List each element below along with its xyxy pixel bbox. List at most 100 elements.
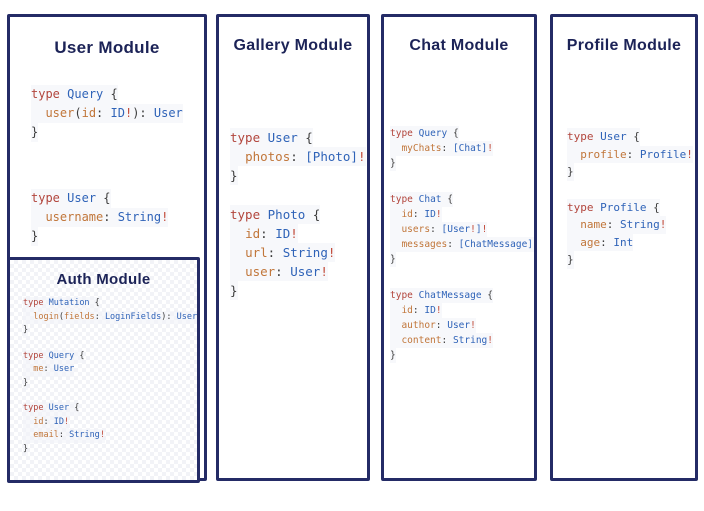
code-token: }	[31, 125, 39, 139]
code-line: type Photo {	[230, 205, 321, 224]
code-block-profile: type User { profile: Profile!}type Profi…	[567, 128, 695, 269]
code-line: profile: Profile!	[567, 145, 693, 163]
code-token: type	[23, 298, 44, 308]
code-token: String	[282, 245, 328, 260]
code-token: Chat	[418, 194, 442, 205]
code-line: }	[390, 348, 396, 363]
code-token: }	[567, 165, 574, 178]
code-line: me: User	[23, 363, 75, 377]
code-token: me	[33, 364, 44, 374]
code-token: fields	[63, 311, 95, 322]
code-token: user	[45, 106, 75, 120]
code-token	[23, 430, 33, 440]
code-type-definition: type User { id: ID! email: String!}	[23, 402, 197, 456]
code-token	[567, 236, 580, 249]
module-card-chat: Chat Module type Query { myChats: [Chat]…	[381, 14, 537, 481]
code-token: LoginFields	[104, 311, 162, 322]
code-token	[230, 245, 245, 260]
module-title-chat: Chat Module	[409, 37, 509, 54]
code-token: username	[45, 210, 104, 224]
code-token	[31, 106, 45, 120]
code-token: type	[567, 200, 594, 214]
code-token: Profile	[600, 200, 647, 214]
code-token: String	[452, 335, 488, 346]
code-token: {	[441, 194, 453, 205]
code-token: !	[357, 149, 366, 164]
code-token: photos	[245, 149, 291, 164]
code-token: messages	[401, 239, 448, 250]
code-token: {	[481, 290, 493, 301]
code-token: :	[260, 226, 276, 241]
code-token: Query	[48, 350, 75, 361]
code-token: !	[99, 430, 105, 440]
code-token: !	[487, 335, 494, 346]
code-block-user: type Query { user(id: ID!): User} type Us…	[31, 85, 204, 246]
code-token: !	[124, 106, 133, 120]
code-line: id: ID!	[230, 224, 298, 243]
code-token: ):	[132, 106, 154, 120]
code-token: :	[58, 430, 70, 440]
code-token: Photo	[267, 207, 306, 222]
code-token: ]	[475, 224, 482, 235]
code-line: }	[230, 281, 238, 300]
code-token: User	[447, 320, 471, 331]
code-type-definition: type Profile { name: String! age: Int}	[567, 198, 695, 269]
code-token: [User	[441, 224, 471, 235]
code-token: :	[441, 335, 453, 346]
code-line: type User {	[31, 189, 111, 208]
code-line: }	[23, 376, 29, 390]
code-token: :	[441, 143, 453, 154]
code-token: name	[580, 218, 607, 231]
code-token	[567, 218, 580, 231]
code-line: email: String!	[23, 429, 105, 443]
code-line: messages: [ChatMessage]!	[390, 237, 534, 252]
module-card-profile: Profile Module type User { profile: Prof…	[550, 14, 698, 481]
code-token: User	[600, 130, 627, 143]
code-line: type Query {	[23, 349, 85, 363]
code-token: type	[230, 130, 261, 145]
code-type-definition: type Photo { id: ID! url: String! user: …	[230, 205, 367, 300]
code-line: user: User!	[230, 262, 328, 281]
code-line: type Mutation {	[23, 297, 100, 311]
code-token: :	[435, 320, 448, 331]
code-token: !	[290, 226, 298, 241]
code-token: !	[470, 224, 476, 235]
code-token: {	[74, 350, 85, 361]
code-line: id: ID!	[390, 303, 442, 318]
code-token: :	[606, 218, 620, 231]
code-token: :	[412, 209, 425, 220]
code-type-definition: type Query { me: User}	[23, 349, 197, 390]
code-token: type	[230, 207, 261, 222]
code-block-auth: type Mutation { login(fields: LoginField…	[23, 297, 197, 456]
code-token: content	[401, 335, 442, 346]
module-card-auth: Auth Module type Mutation { login(fields…	[7, 257, 200, 483]
code-token: :	[103, 210, 118, 224]
module-title-user: User Module	[54, 38, 160, 57]
code-token	[390, 320, 401, 331]
code-token: (	[58, 311, 64, 322]
code-block-gallery: type User { photos: [Photo]!}type Photo …	[230, 128, 367, 300]
code-token: id	[401, 305, 413, 316]
code-token: !	[470, 320, 476, 331]
code-type-definition: type Query { user(id: ID!): User}	[31, 85, 204, 142]
code-line: photos: [Photo]!	[230, 147, 366, 166]
code-token: :	[412, 305, 425, 316]
code-line: }	[31, 227, 39, 246]
code-token: author	[401, 320, 436, 331]
code-line: type User {	[230, 128, 313, 147]
code-token	[390, 305, 401, 316]
code-line: type User {	[23, 402, 80, 416]
code-token: String	[69, 430, 100, 440]
code-token: :	[43, 364, 54, 374]
code-token: id	[33, 416, 44, 427]
code-token: login	[33, 311, 59, 322]
code-line: id: ID!	[390, 207, 442, 222]
code-token	[230, 149, 245, 164]
code-line: }	[567, 163, 574, 181]
code-token: !	[481, 224, 488, 235]
code-token: age	[580, 235, 601, 249]
code-token: email	[33, 430, 59, 440]
code-token: !	[533, 239, 534, 250]
code-token: }	[31, 229, 39, 243]
